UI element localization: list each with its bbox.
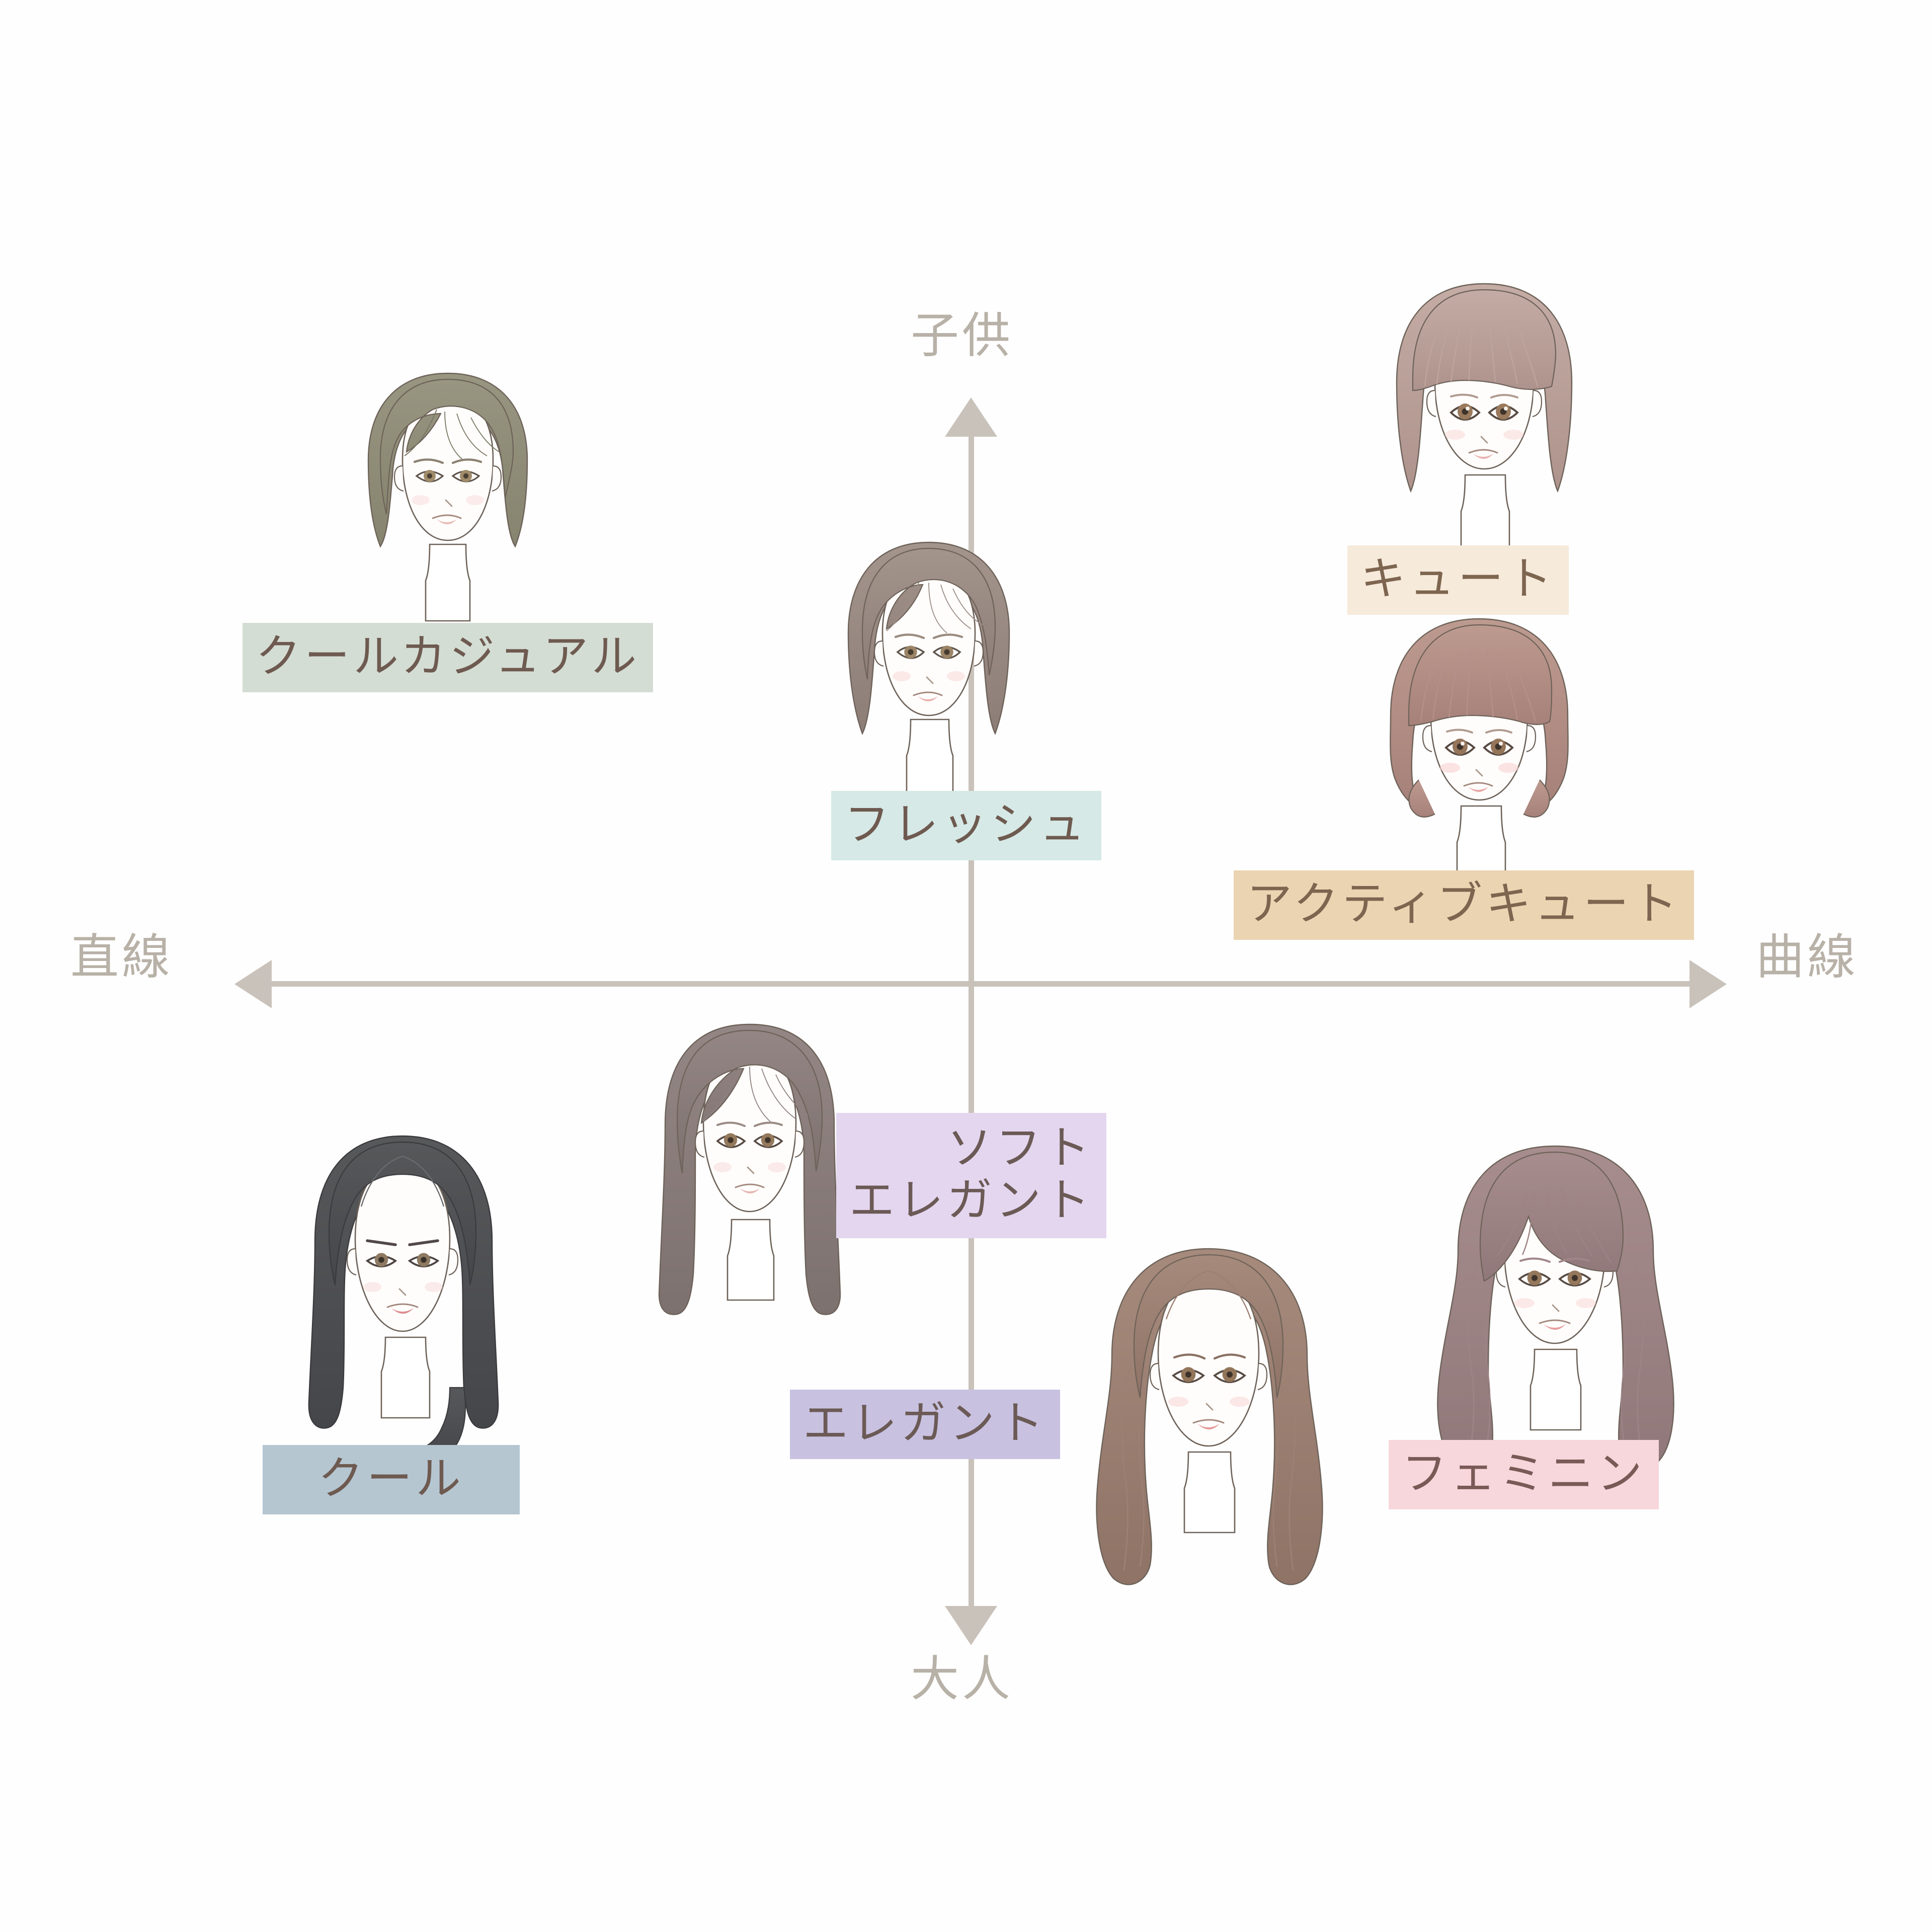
type-label-feminine[interactable]: フェミニン: [1389, 1440, 1659, 1510]
axis-label-bottom: 大人: [911, 1652, 1013, 1706]
face-illustration-elegant: [1062, 1233, 1348, 1635]
type-label-cool[interactable]: クール: [263, 1445, 520, 1515]
type-label-active-cute[interactable]: アクティブキュート: [1234, 870, 1695, 940]
face-illustration-cool: [277, 1122, 528, 1474]
arrow-down-icon: [945, 1606, 997, 1645]
face-illustration-cute: [1358, 262, 1610, 558]
face-illustration-soft-elegant: [629, 1006, 870, 1369]
arrow-left-icon: [234, 960, 272, 1008]
type-label-soft-elegant-line2: エレガント: [849, 1175, 1093, 1226]
axis-label-top: 子供: [911, 309, 1013, 363]
arrow-up-icon: [945, 397, 997, 437]
type-label-elegant[interactable]: エレガント: [790, 1390, 1060, 1460]
face-illustration-cool-casual: [332, 347, 564, 629]
face-illustration-fresh: [810, 518, 1046, 805]
horizontal-axis-line: [240, 981, 1696, 987]
face-illustration-feminine: [1404, 1132, 1696, 1484]
type-label-soft-elegant-line1: ソフト: [947, 1123, 1093, 1173]
type-label-soft-elegant[interactable]: ソフト エレガント: [836, 1113, 1106, 1238]
type-label-fresh[interactable]: フレッシュ: [831, 791, 1101, 861]
vertical-axis-line: [969, 422, 974, 1624]
type-label-cool-casual[interactable]: クールカジュアル: [243, 623, 654, 693]
axis-label-left: 直線: [70, 930, 173, 984]
type-label-cute[interactable]: キュート: [1347, 545, 1569, 615]
arrow-right-icon: [1689, 960, 1727, 1008]
face-illustration-active-cute: [1348, 599, 1610, 886]
axis-label-right: 曲線: [1756, 930, 1859, 984]
